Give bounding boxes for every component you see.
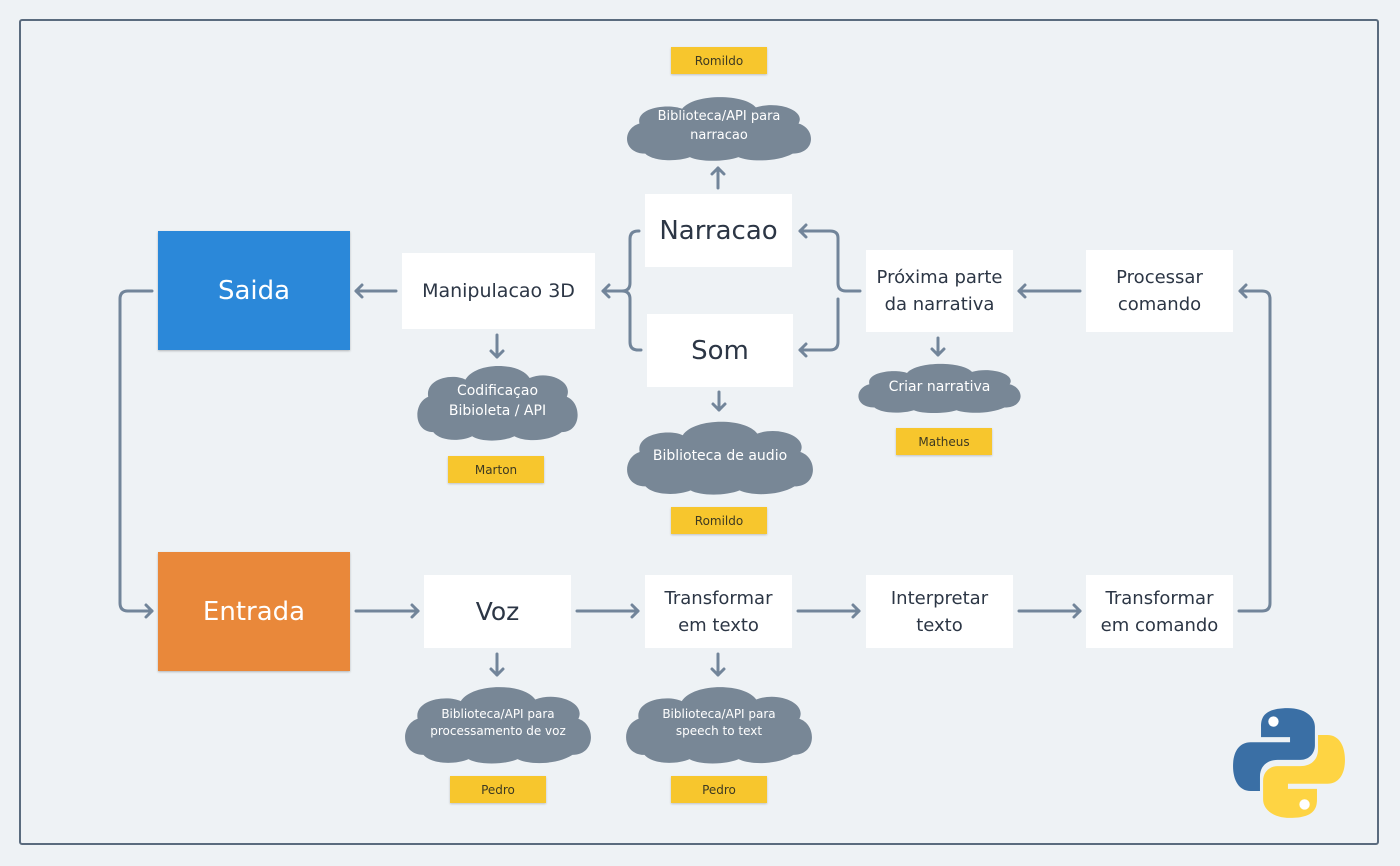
arrow-voz-transformar-texto-head xyxy=(630,603,640,619)
arrow-manipulacao-saida-head xyxy=(354,283,364,299)
cloud-label: Biblioteca de audio xyxy=(652,447,788,464)
cloud-shape xyxy=(417,365,578,441)
cloud-codificacao: Codificaçao Bibioleta / API xyxy=(413,360,582,442)
entrada-block[interactable]: Entrada xyxy=(158,552,350,671)
arrow-manipulacao-cloud-head xyxy=(489,349,505,359)
python-logo-eye-bottom xyxy=(1299,799,1310,810)
connector-saida-entrada-head xyxy=(144,603,154,619)
transformar-em-comando-box[interactable]: Transformar em comando xyxy=(1086,575,1233,648)
cloud-speech-api: Biblioteca/API para speech to text xyxy=(621,681,817,765)
arrow-processar-proxima-head xyxy=(1017,283,1027,299)
connector-saida-entrada xyxy=(118,289,154,613)
arrow-transformar-texto-interpretar-head xyxy=(851,603,861,619)
voz-box[interactable]: Voz xyxy=(424,575,571,648)
arrow-proxima-cloud-head xyxy=(930,347,946,357)
tag-pedro-voz: Pedro xyxy=(450,776,546,803)
cloud-shape xyxy=(405,687,591,764)
cloud-shape xyxy=(627,421,813,495)
som-box[interactable]: Som xyxy=(647,314,793,387)
arrow-narracao-cloud-head xyxy=(710,166,726,176)
cloud-label: Codificaçao Bibioleta / API xyxy=(448,382,547,419)
cloud-shape xyxy=(626,687,812,764)
connector-proxima-som-head xyxy=(798,342,808,358)
saida-block[interactable]: Saida xyxy=(158,231,350,350)
connector-comando-processar xyxy=(1237,289,1272,613)
connector-proxima-narracao-head xyxy=(798,223,808,239)
diagram-frame xyxy=(19,19,1379,845)
cloud-shape xyxy=(858,363,1021,414)
cloud-label: Criar narrativa xyxy=(888,378,991,395)
connector-comando-processar-head xyxy=(1238,283,1248,299)
python-logo-yellow-half xyxy=(1263,735,1345,818)
tag-marton: Marton xyxy=(448,456,544,483)
arrow-interpretar-transformar-comando-head xyxy=(1072,603,1082,619)
cloud-shape xyxy=(627,97,811,161)
connector-merge-manipulacao-head xyxy=(601,283,611,299)
cloud-label: Biblioteca/API para processamento de voz xyxy=(430,706,566,738)
python-logo-icon xyxy=(1233,708,1345,818)
interpretar-texto-box[interactable]: Interpretar texto xyxy=(866,575,1013,648)
python-logo-blue-half xyxy=(1233,708,1315,791)
connector-proxima-branch xyxy=(798,229,862,352)
cloud-biblioteca-audio: Biblioteca de audio xyxy=(622,416,818,496)
processar-comando-box[interactable]: Processar comando xyxy=(1086,250,1233,332)
cloud-voz-api: Biblioteca/API para processamento de voz xyxy=(400,681,596,765)
arrow-som-cloud-head xyxy=(711,402,727,412)
tag-matheus: Matheus xyxy=(896,428,992,455)
arrow-voz-cloud-head xyxy=(489,667,505,677)
transformar-em-texto-box[interactable]: Transformar em texto xyxy=(645,575,792,648)
cloud-label: Biblioteca/API para narracao xyxy=(657,109,781,143)
cloud-label: Biblioteca/API para speech to text xyxy=(662,706,776,738)
proxima-parte-narrativa-box[interactable]: Próxima parte da narrativa xyxy=(866,250,1013,332)
tag-pedro-speech: Pedro xyxy=(671,776,767,803)
tag-romildo-audio: Romildo xyxy=(671,507,767,534)
cloud-narracao-api: Biblioteca/API para narracao xyxy=(622,92,816,162)
arrow-entrada-voz-head xyxy=(410,603,420,619)
cloud-criar-narrativa: Criar narrativa xyxy=(854,360,1025,414)
manipulacao-3d-box[interactable]: Manipulacao 3D xyxy=(402,253,595,329)
arrow-texto-cloud-head xyxy=(710,667,726,677)
tag-romildo-narracao: Romildo xyxy=(671,47,767,74)
connector-merge-manipulacao xyxy=(601,229,643,352)
python-logo-eye-top xyxy=(1268,716,1279,727)
narracao-box[interactable]: Narracao xyxy=(645,194,792,267)
